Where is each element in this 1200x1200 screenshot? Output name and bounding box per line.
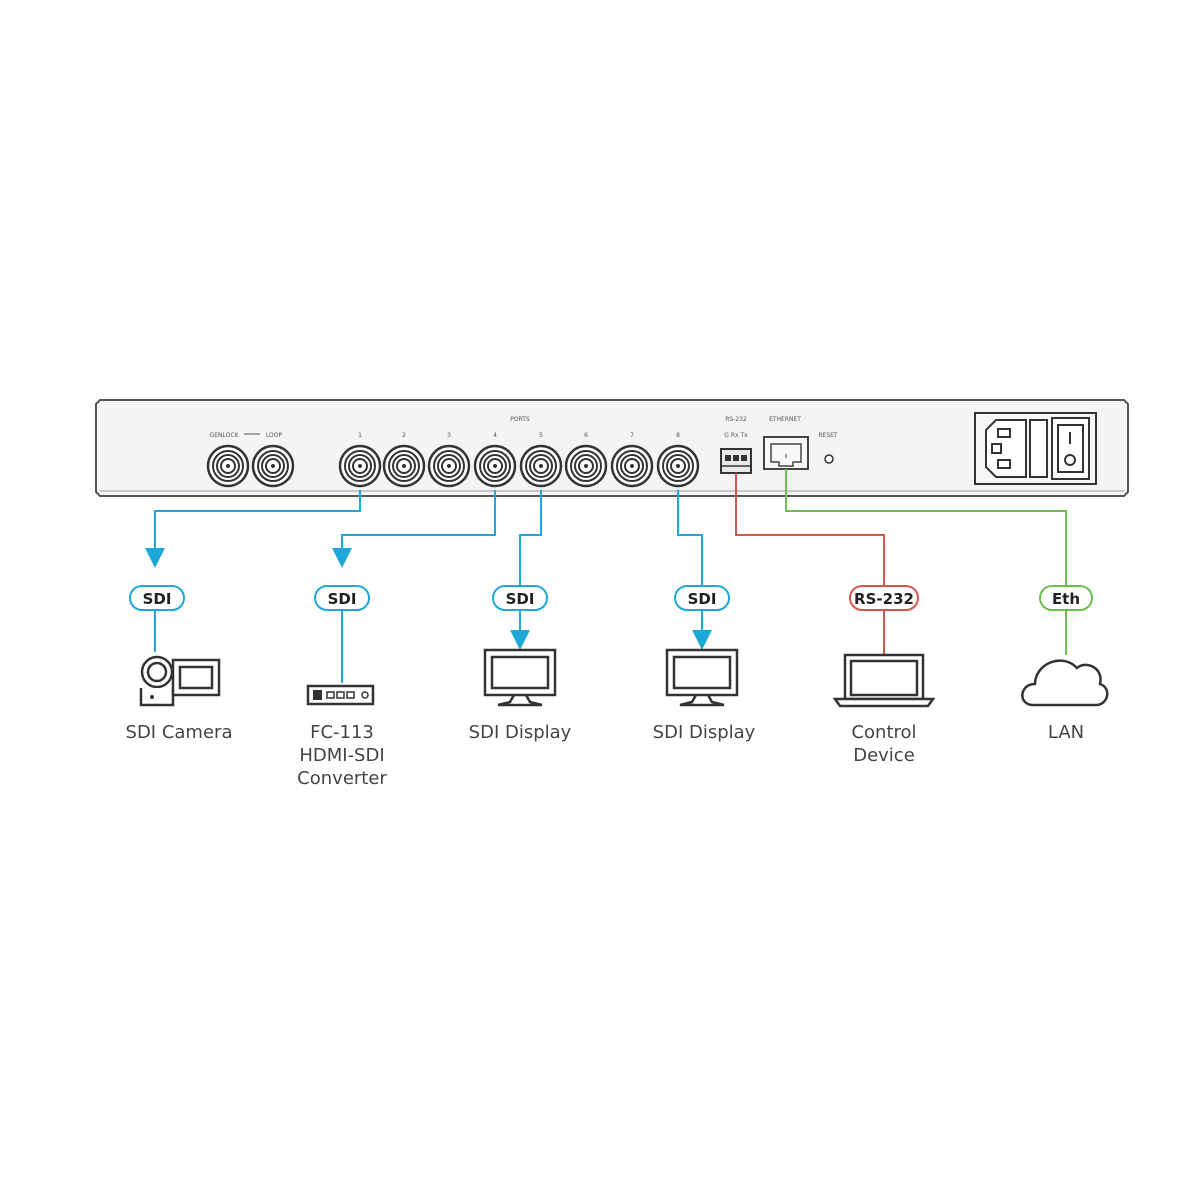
device-label-sdi-display-2: SDI Display bbox=[653, 722, 756, 743]
svg-text:SDI: SDI bbox=[688, 590, 717, 608]
bnc-connector bbox=[251, 444, 295, 488]
port-number-6: 6 bbox=[584, 432, 588, 439]
svg-text:SDI: SDI bbox=[506, 590, 535, 608]
sdi-port-2-connector bbox=[382, 444, 426, 488]
sdi-port-7-connector bbox=[610, 444, 654, 488]
cable-sdi-camera bbox=[145, 490, 361, 568]
reset-button[interactable] bbox=[824, 454, 834, 464]
cable-sdi-display-2 bbox=[677, 490, 703, 586]
device-label-sdi-camera: SDI Camera bbox=[126, 722, 233, 743]
svg-text:8: 8 bbox=[676, 432, 680, 439]
device-label-sdi-display-1: SDI Display bbox=[469, 722, 572, 743]
reset-label: RESET bbox=[818, 432, 838, 439]
device-label-control-line1: Control bbox=[851, 722, 916, 743]
sdi-port-4-connector bbox=[473, 444, 517, 488]
loop-label: LOOP bbox=[266, 432, 283, 439]
device-label-lan: LAN bbox=[1048, 722, 1084, 743]
port-number-8: 8 bbox=[676, 432, 680, 439]
rs232-pins-label: G Rx Tx bbox=[724, 432, 748, 439]
loop-bnc-connector bbox=[251, 444, 295, 488]
cable-ethernet bbox=[785, 469, 1067, 586]
cable-sdi-display-1 bbox=[519, 490, 542, 586]
ethernet-port bbox=[763, 436, 809, 470]
device-label-fc113-line3: Converter bbox=[297, 768, 387, 789]
sdi-pill: SDI bbox=[129, 585, 185, 611]
port-number-3: 3 bbox=[447, 432, 451, 439]
sdi-port-8-connector bbox=[656, 444, 700, 488]
svg-text:2: 2 bbox=[402, 432, 406, 439]
device-label-control-line2: Device bbox=[853, 745, 915, 766]
svg-text:Eth: Eth bbox=[1052, 590, 1080, 608]
sdi-port-3-connector bbox=[427, 444, 471, 488]
sdi-pill: SDI bbox=[674, 585, 730, 611]
sdi-port-1-connector bbox=[338, 444, 382, 488]
svg-text:3: 3 bbox=[447, 432, 451, 439]
monitor-icon bbox=[483, 648, 557, 707]
cables bbox=[145, 469, 1067, 683]
rear-panel: GENLOCK LOOP PORTS 1 2 3 4 5 6 7 8 RS-23… bbox=[95, 399, 1129, 497]
rs232-pill: RS-232 bbox=[849, 585, 919, 611]
ethernet-label: ETHERNET bbox=[769, 416, 801, 423]
camera-icon bbox=[139, 655, 221, 707]
sdi-pill: SDI bbox=[492, 585, 548, 611]
svg-text:SDI: SDI bbox=[328, 590, 357, 608]
svg-text:4: 4 bbox=[493, 432, 497, 439]
sdi-port-5-connector bbox=[519, 444, 563, 488]
ports-label: PORTS bbox=[510, 416, 530, 423]
svg-text:7: 7 bbox=[630, 432, 634, 439]
svg-text:5: 5 bbox=[539, 432, 543, 439]
laptop-icon bbox=[832, 653, 936, 708]
rs232-terminal-block bbox=[720, 448, 752, 474]
device-label-fc113-line1: FC-113 bbox=[310, 722, 374, 743]
sdi-port-connectors bbox=[338, 444, 700, 488]
sdi-port-6-connector bbox=[564, 444, 608, 488]
monitor-icon bbox=[665, 648, 739, 707]
svg-text:6: 6 bbox=[584, 432, 588, 439]
svg-text:1: 1 bbox=[358, 432, 362, 439]
svg-text:RS-232: RS-232 bbox=[854, 590, 914, 608]
cable-fc113 bbox=[332, 490, 496, 568]
power-inlet-switch bbox=[974, 412, 1097, 485]
svg-text:SDI: SDI bbox=[143, 590, 172, 608]
bnc-connector bbox=[206, 444, 250, 488]
port-number-4: 4 bbox=[493, 432, 497, 439]
converter-icon bbox=[306, 684, 375, 706]
port-number-5: 5 bbox=[539, 432, 543, 439]
device-label-fc113-line2: HDMI-SDI bbox=[299, 745, 384, 766]
port-number-2: 2 bbox=[402, 432, 406, 439]
eth-pill: Eth bbox=[1039, 585, 1093, 611]
port-number-1: 1 bbox=[358, 432, 362, 439]
cloud-icon bbox=[1021, 659, 1109, 707]
rs232-label: RS-232 bbox=[725, 416, 747, 423]
cable-rs232 bbox=[735, 473, 885, 586]
sdi-pill: SDI bbox=[314, 585, 370, 611]
port-number-7: 7 bbox=[630, 432, 634, 439]
genlock-label: GENLOCK bbox=[210, 432, 240, 439]
genlock-bnc-connector bbox=[206, 444, 250, 488]
